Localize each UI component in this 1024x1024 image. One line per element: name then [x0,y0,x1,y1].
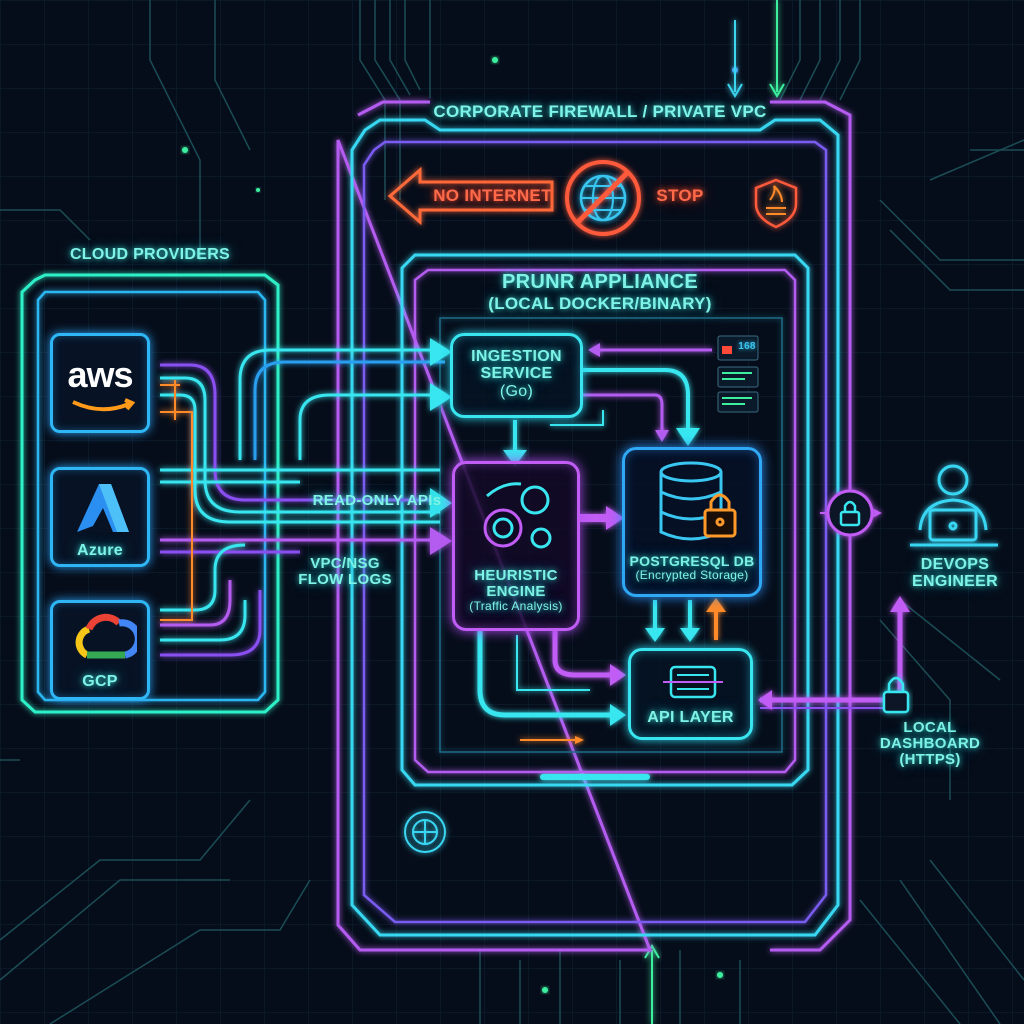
database-icon [659,461,737,541]
flow-logs-label: VPC/NSG FLOW LOGS [290,555,400,589]
outgoing-arrow-bottom [644,944,660,1024]
devops-engineer-icon [910,464,998,547]
secure-lock-icon [826,489,874,537]
heuristic-line2: ENGINE [486,583,546,601]
heuristic-label: HEURISTIC ENGINE (Traffic Analysis) [455,567,577,614]
firewall-shield-icon [754,178,798,229]
dashboard-line2: DASHBOARD [879,735,981,753]
provider-azure[interactable]: Azure [50,467,150,567]
incoming-arrow-top [727,20,743,98]
flow-logs-line2: FLOW LOGS [298,571,392,589]
devops-line1: DEVOPS [920,556,990,573]
gears-icon [483,482,552,549]
postgresql-db-node[interactable]: POSTGRESQL DB (Encrypted Storage) [622,447,762,597]
ingestion-line1: INGESTION [471,348,562,365]
internal-arrowheads [503,343,910,744]
devops-line2: ENGINEER [912,573,998,591]
ingestion-line3: (Go) [499,382,534,400]
no-internet-globe-icon [565,160,641,236]
api-layer-node[interactable]: API LAYER [628,648,753,740]
no-internet-arrow [387,166,554,226]
network-globe-icon [404,811,446,853]
read-only-apis-label: READ-ONLY APIs [312,492,442,509]
no-internet-label: NO INTERNET [433,186,552,205]
aws-logo: aws [67,354,133,395]
api-switch-icon [663,665,723,699]
stop-label: STOP [656,186,704,205]
status-panel [717,335,759,413]
ingestion-line2: SERVICE [480,365,553,383]
appliance-title: PRUNR APPLIANCE [502,271,698,293]
appliance-frame [400,253,810,787]
azure-label: Azure [77,542,123,559]
database-label: POSTGRESQL DB (Encrypted Storage) [625,553,759,583]
aws-smile-icon [72,398,136,412]
api-layer-label: API LAYER [647,709,734,726]
database-line1: POSTGRESQL DB [629,553,755,569]
provider-gcp[interactable]: GCP [50,600,150,700]
database-line2: (Encrypted Storage) [635,568,749,583]
heuristic-line1: HEURISTIC [474,567,558,584]
incoming-arrow-top-2 [769,0,785,98]
firewall-frame [336,100,852,952]
heuristic-line3: (Traffic Analysis) [469,599,563,614]
provider-aws[interactable]: aws [50,333,150,433]
heuristic-engine-node[interactable]: HEURISTIC ENGINE (Traffic Analysis) [452,461,580,631]
gcp-label: GCP [82,673,118,690]
dashboard-line3: (HTTPS) [899,751,961,769]
dashboard-line1: LOCAL [903,719,957,736]
flow-logs-line1: VPC/NSG [310,555,380,572]
flow-arrowheads [430,338,452,555]
ingestion-service-node[interactable]: INGESTION SERVICE (Go) [450,333,583,418]
ingestion-label: INGESTION SERVICE (Go) [453,348,580,400]
appliance-subtitle: (LOCAL DOCKER/BINARY) [488,294,712,313]
firewall-title: CORPORATE FIREWALL / PRIVATE VPC [433,102,767,121]
azure-logo-icon [77,484,129,532]
dashboard-lock-icon [882,676,910,714]
local-dashboard-label: LOCAL DASHBOARD (HTTPS) [870,719,990,769]
cloud-providers-title: CLOUD PROVIDERS [69,246,231,263]
gcp-cloud-icon [75,613,137,659]
cloud-provider-frame [20,273,280,714]
devops-engineer-label: DEVOPS ENGINEER [900,556,1010,591]
flow-lanes [160,348,445,657]
status-readout: 168 [738,341,756,352]
